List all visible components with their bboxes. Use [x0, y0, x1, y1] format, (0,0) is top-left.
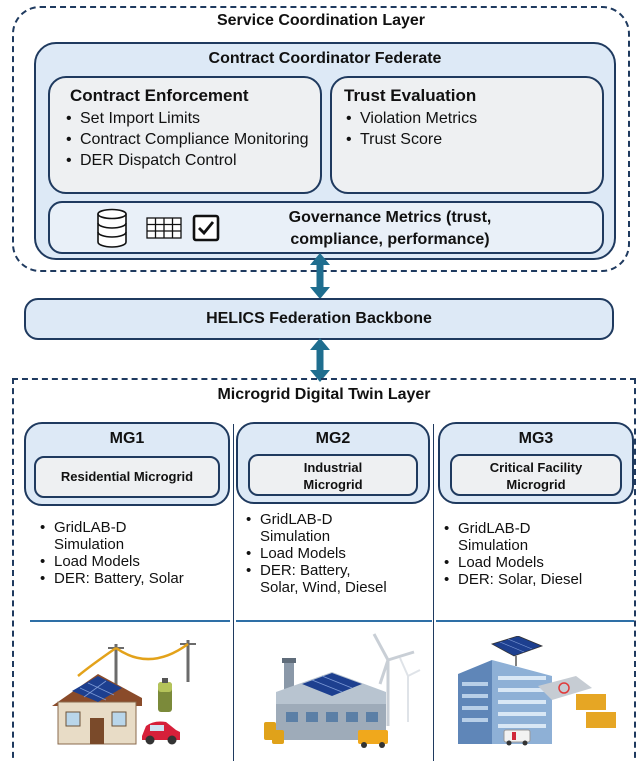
contract-enforcement-box: Contract Enforcement Set Import Limits C… [48, 76, 322, 194]
mg2-subtitle-box: Industrial Microgrid [248, 454, 418, 496]
trust-evaluation-list: Violation Metrics Trust Score [344, 108, 594, 150]
list-item: Set Import Limits [64, 108, 316, 129]
house-solar-ev-icon [52, 640, 196, 745]
microgrid-layer [12, 378, 636, 761]
mg3-header: MG3 Critical Facility Microgrid [438, 422, 634, 504]
mg2-header: MG2 Industrial Microgrid [236, 422, 430, 504]
mg2-separator [236, 620, 432, 622]
helics-backbone: HELICS Federation Backbone [24, 298, 614, 340]
mg3-separator [436, 620, 634, 622]
panel-divider [433, 424, 434, 761]
list-item: DER: Battery, Solar [38, 570, 228, 587]
service-layer-title: Service Coordination Layer [216, 12, 426, 29]
list-item: Load Models [244, 545, 432, 562]
mg1-title: MG1 [109, 430, 145, 447]
mg3-title: MG3 [518, 430, 554, 447]
database-icon [97, 208, 127, 248]
contract-enforcement-title: Contract Enforcement [70, 86, 249, 105]
service-backbone-arrow [310, 253, 330, 299]
checkbox-icon [192, 214, 220, 242]
contract-enforcement-list: Set Import Limits Contract Compliance Mo… [64, 108, 316, 171]
panel-divider [233, 424, 234, 761]
list-item: Load Models [38, 553, 228, 570]
list-item: Violation Metrics [344, 108, 594, 129]
mg2-title: MG2 [315, 430, 351, 447]
mg1-header: MG1 Residential Microgrid [24, 422, 230, 506]
backbone-microgrid-arrow [310, 338, 330, 382]
microgrid-layer-title: Microgrid Digital Twin Layer [217, 386, 431, 403]
list-item: Contract Compliance Monitoring [64, 129, 316, 150]
backbone-label: HELICS Federation Backbone [206, 310, 432, 327]
list-item: Trust Score [344, 129, 594, 150]
list-item: Load Models [442, 554, 634, 571]
trust-evaluation-title: Trust Evaluation [344, 86, 477, 105]
list-item: DER: Solar, Diesel [442, 571, 634, 588]
mg3-subtitle-box: Critical Facility Microgrid [450, 454, 622, 496]
governance-metrics-box: Governance Metrics (trust, compliance, p… [48, 201, 604, 254]
governance-metrics-label: Governance Metrics (trust, compliance, p… [288, 209, 492, 248]
factory-wind-icon [264, 633, 421, 748]
trust-evaluation-box: Trust Evaluation Violation Metrics Trust… [330, 76, 604, 194]
federate-title: Contract Coordinator Federate [208, 50, 442, 67]
hospital-solar-icon [458, 636, 616, 746]
mg1-subtitle-box: Residential Microgrid [34, 456, 220, 498]
list-item: DER Dispatch Control [64, 150, 316, 171]
list-item: DER: Battery,Solar, Wind, Diesel [244, 562, 432, 596]
mg1-separator [30, 620, 230, 622]
table-grid-icon [146, 217, 182, 239]
